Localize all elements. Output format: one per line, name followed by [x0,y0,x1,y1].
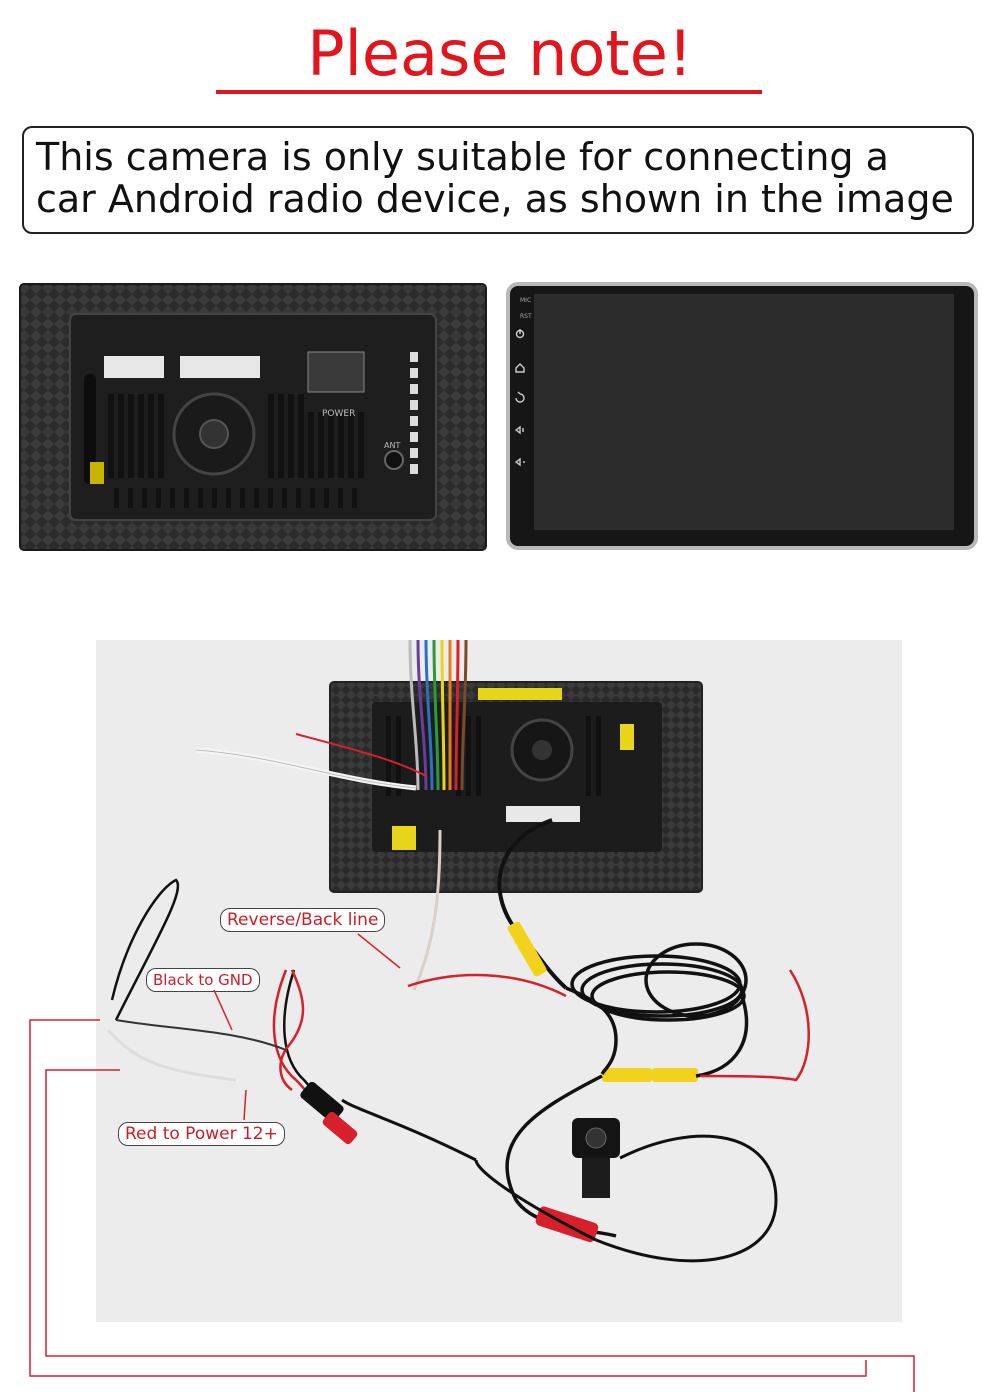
radio-front-photo: MIC RST [506,282,978,550]
power-label: POWER [322,409,355,419]
harness-connector-1 [104,356,164,378]
volume-down-icon [514,457,525,467]
callout-black-gnd: Black to GND [146,968,260,992]
ant-label: ANT [384,441,400,450]
notice-line-2: car Android radio device, as shown in th… [36,177,954,221]
home-icon [515,363,525,373]
volume-up-icon [514,425,524,435]
callout-reverse-line: Reverse/Back line [220,908,386,932]
callout-red-power: Red to Power 12+ [118,1122,285,1146]
mic-label: MIC [520,297,531,304]
radio-back-photo: POWER ANT [19,283,487,551]
heatsink-fins [108,394,364,478]
back-icon [515,391,525,403]
rst-label: RST [520,313,532,320]
notice-line-1: This camera is only suitable for connect… [36,135,889,179]
installation-photo [96,640,902,1322]
harness-connector-2 [180,356,260,378]
antenna [84,374,96,484]
page-title: Please note! [307,17,693,90]
notice-box: This camera is only suitable for connect… [22,126,974,234]
title-underline [216,90,762,94]
screen [534,294,954,530]
